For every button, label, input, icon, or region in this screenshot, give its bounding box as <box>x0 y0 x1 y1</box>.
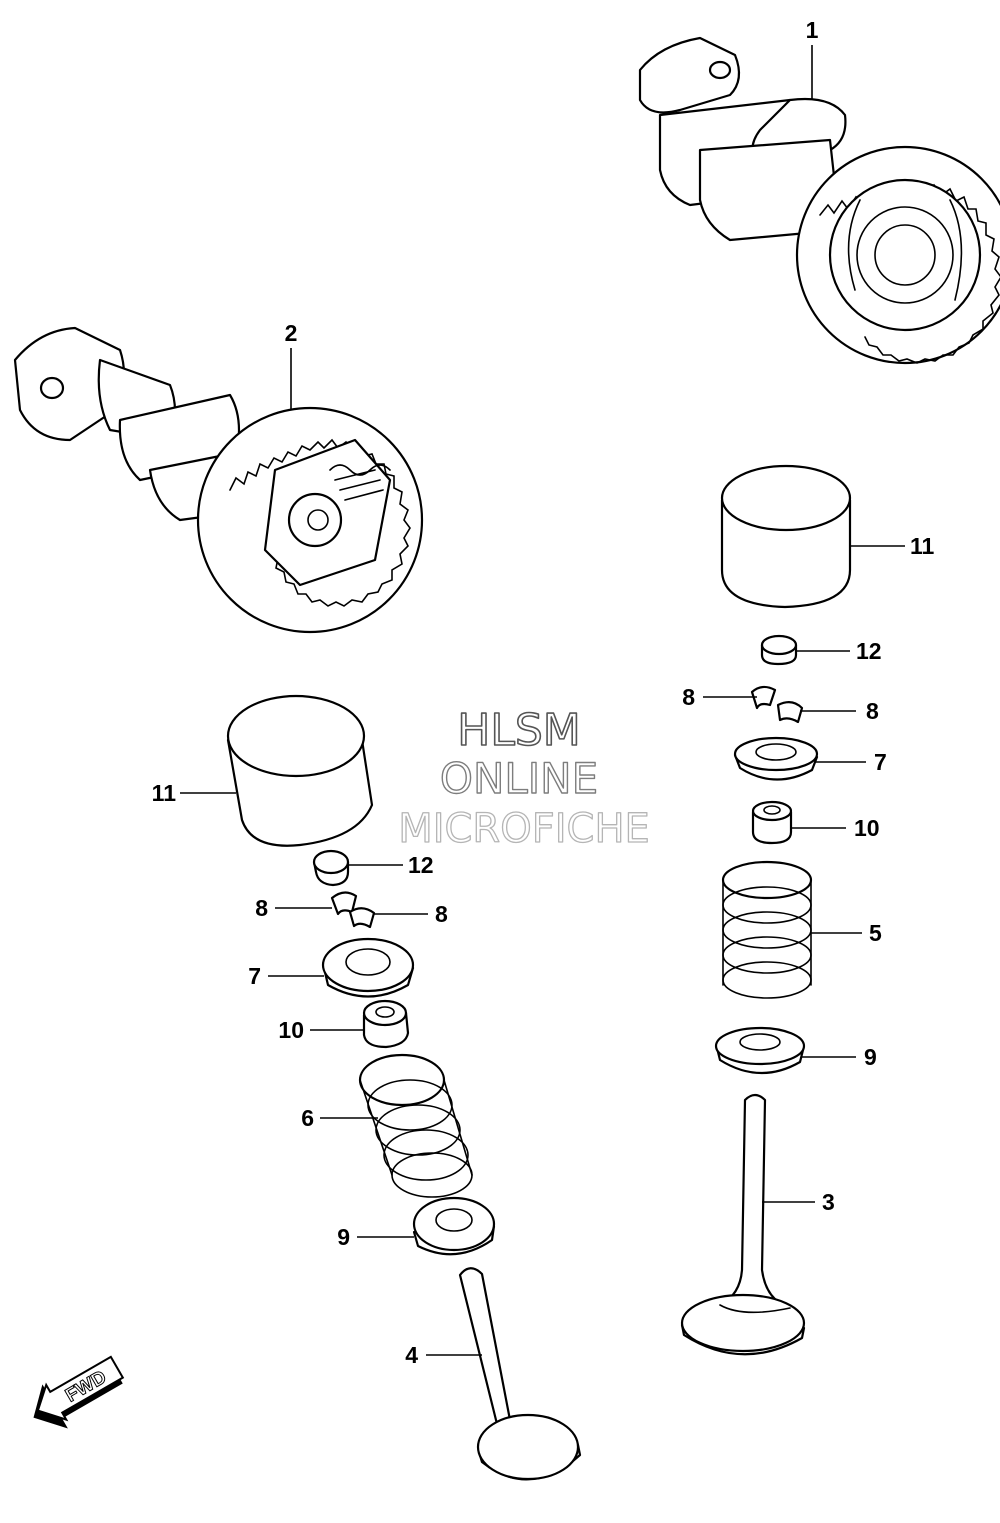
valve-3-right <box>680 1093 806 1356</box>
callout-2: 2 <box>285 320 298 346</box>
callout-12-left: 12 <box>408 852 434 878</box>
spring-6-left <box>358 1053 473 1198</box>
retainer-7-right <box>733 736 819 781</box>
callout-7-left: 7 <box>248 963 261 989</box>
callout-10-left: 10 <box>278 1017 304 1043</box>
spring-5-right <box>721 860 813 999</box>
callout-8-left-b: 8 <box>435 901 448 927</box>
callout-10-right: 10 <box>854 815 880 841</box>
watermark-line-1: HLSM <box>457 705 581 756</box>
shim-12-right <box>760 634 798 666</box>
camshaft-1 <box>638 36 1000 365</box>
callout-1: 1 <box>806 17 819 43</box>
seat-9-left <box>412 1196 496 1256</box>
tappet-11-right <box>720 464 852 609</box>
callout-7-right: 7 <box>874 749 887 775</box>
callout-8-right-a: 8 <box>682 684 695 710</box>
watermark-line-2: ONLINE <box>440 754 598 803</box>
callout-8-left-a: 8 <box>255 895 268 921</box>
leader-lines <box>180 45 905 1356</box>
tappet-11-left <box>226 694 374 847</box>
callout-12-right: 12 <box>856 638 882 664</box>
callout-11-left: 11 <box>152 780 177 806</box>
retainer-7-left <box>321 937 415 998</box>
callout-numbers: 1 2 11 12 8 8 7 10 5 9 3 11 12 8 8 7 10 … <box>152 17 935 1368</box>
seal-10-left <box>362 999 410 1049</box>
callout-3: 3 <box>822 1189 835 1215</box>
watermark: HLSM ONLINE MICROFICHE <box>398 704 651 852</box>
seat-9-right <box>714 1026 806 1075</box>
camshaft-2 <box>13 326 424 634</box>
seal-10-right <box>751 800 793 845</box>
callout-9-left: 9 <box>337 1224 350 1250</box>
callout-11-right: 11 <box>910 533 935 559</box>
callout-9-right: 9 <box>864 1044 877 1070</box>
callout-5: 5 <box>869 920 882 946</box>
callout-4: 4 <box>405 1342 418 1368</box>
callout-8-right-b: 8 <box>866 698 879 724</box>
watermark-line-3: MICROFICHE <box>398 806 650 852</box>
fwd-arrow-icon: FWD <box>33 1355 125 1429</box>
callout-6: 6 <box>301 1105 314 1131</box>
valve-4-left <box>458 1267 582 1481</box>
cotter-8-right <box>750 685 804 724</box>
shim-12-left <box>312 849 350 887</box>
cotter-8-left <box>330 891 376 929</box>
